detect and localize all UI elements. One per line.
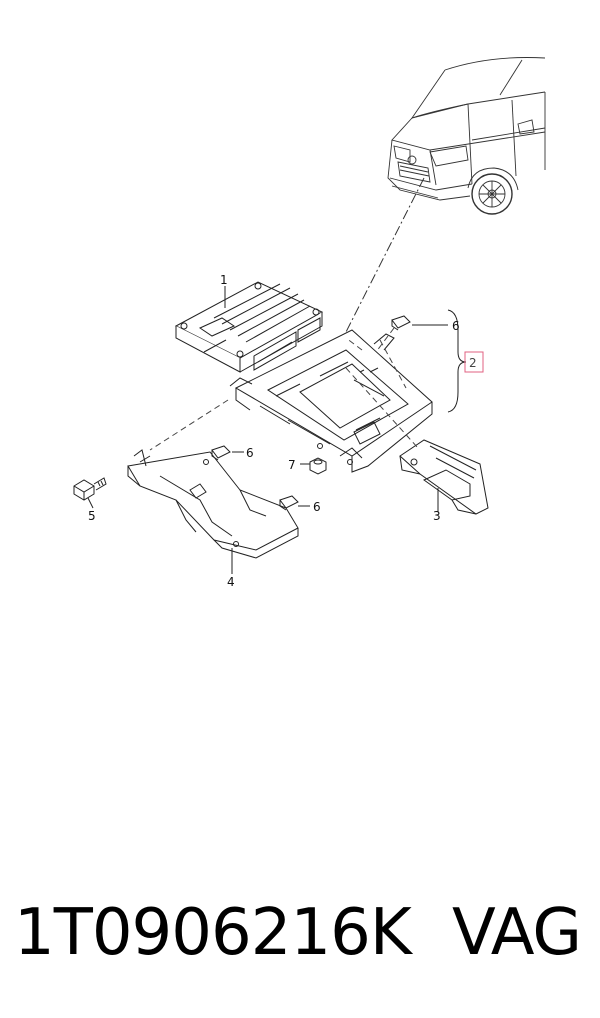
side-bracket-part <box>399 439 489 515</box>
callout-leaders <box>87 286 467 574</box>
lower-bracket-part <box>127 449 299 559</box>
callout-label-6c: 6 <box>313 500 321 514</box>
vehicle-illustration <box>387 57 546 215</box>
callout-label-5: 5 <box>88 509 96 523</box>
callout-label-2: 2 <box>469 356 477 370</box>
callout-label-4: 4 <box>227 575 235 589</box>
callout-label-3: 3 <box>433 509 441 523</box>
callout-box-2 <box>464 351 484 373</box>
callout-labels: 1 2 3 4 5 6 6 6 7 <box>88 273 484 589</box>
footer: 1T0906216K VAG <box>0 888 600 978</box>
clip-part-a <box>391 315 411 331</box>
control-unit-part <box>174 281 324 373</box>
clip-part-b <box>211 445 231 461</box>
clip-part-c <box>279 495 299 511</box>
callout-label-1: 1 <box>220 273 228 287</box>
main-bracket-part <box>229 329 433 473</box>
parts-diagram: 1 2 3 4 5 6 6 6 7 <box>73 57 546 589</box>
part-number-text: 1T0906216K <box>14 896 412 970</box>
callout-label-6a: 6 <box>452 319 460 333</box>
callout-label-7: 7 <box>288 458 296 472</box>
bolt-part <box>73 477 107 501</box>
callout-label-6b: 6 <box>246 446 254 460</box>
location-leader-line <box>344 177 425 335</box>
brand-text: VAG <box>452 896 582 970</box>
assembly-lines <box>149 327 419 451</box>
nut-part <box>309 457 327 475</box>
